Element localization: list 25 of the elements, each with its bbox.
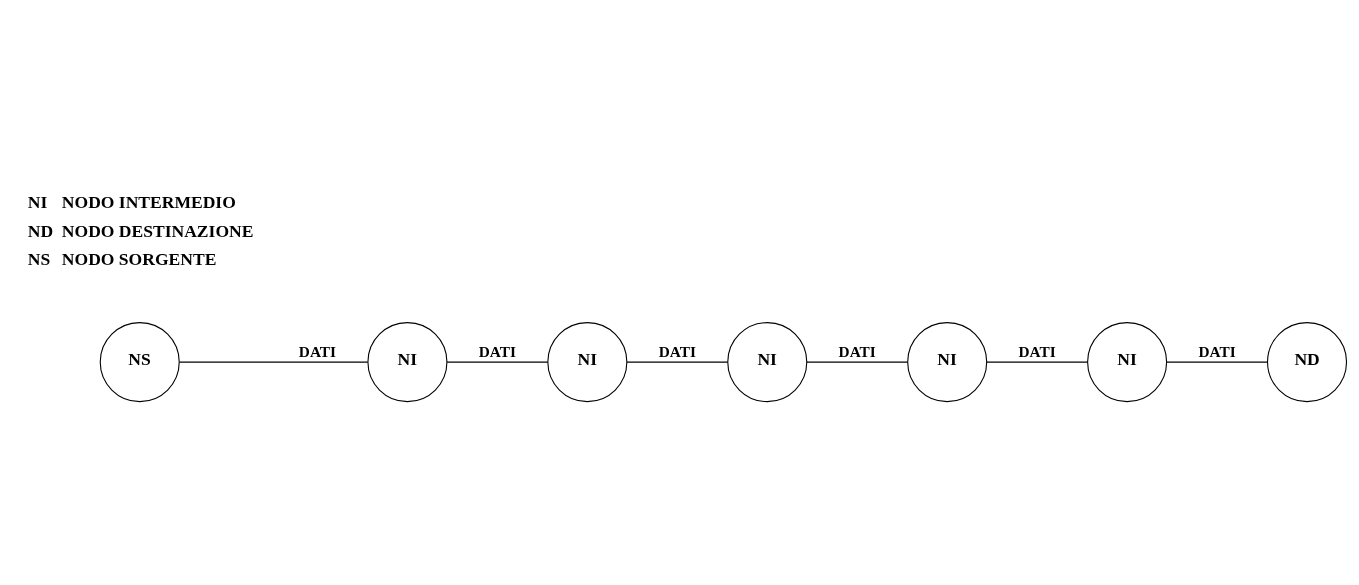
label: NS: [27, 248, 51, 269]
connector: [446, 361, 549, 363]
edge-label: DATI: [1018, 342, 1056, 360]
node-circle: NI: [727, 321, 808, 402]
label: ND: [27, 220, 54, 241]
edge-label: DATI: [298, 342, 337, 360]
label: NODO SORGENTE: [61, 248, 217, 269]
label: NI: [27, 191, 48, 212]
node-circle: ND: [1267, 321, 1348, 402]
edge-label: DATI: [838, 342, 876, 360]
edge-label: DATI: [478, 342, 516, 360]
node-circle: NI: [367, 321, 448, 402]
edge-label: DATI: [658, 342, 696, 360]
node-circle: NS: [99, 321, 180, 402]
edge-label: DATI: [1198, 342, 1236, 360]
node-circle: NI: [1087, 321, 1168, 402]
label: NODO INTERMEDIO: [61, 191, 236, 212]
connector: [986, 361, 1089, 363]
node-circle: NI: [547, 321, 628, 402]
connector: [626, 361, 729, 363]
connector: [1166, 361, 1268, 363]
connector: [806, 361, 909, 363]
node-circle: NI: [907, 321, 988, 402]
label: NODO DESTINAZIONE: [61, 220, 254, 241]
connector: [178, 361, 369, 363]
